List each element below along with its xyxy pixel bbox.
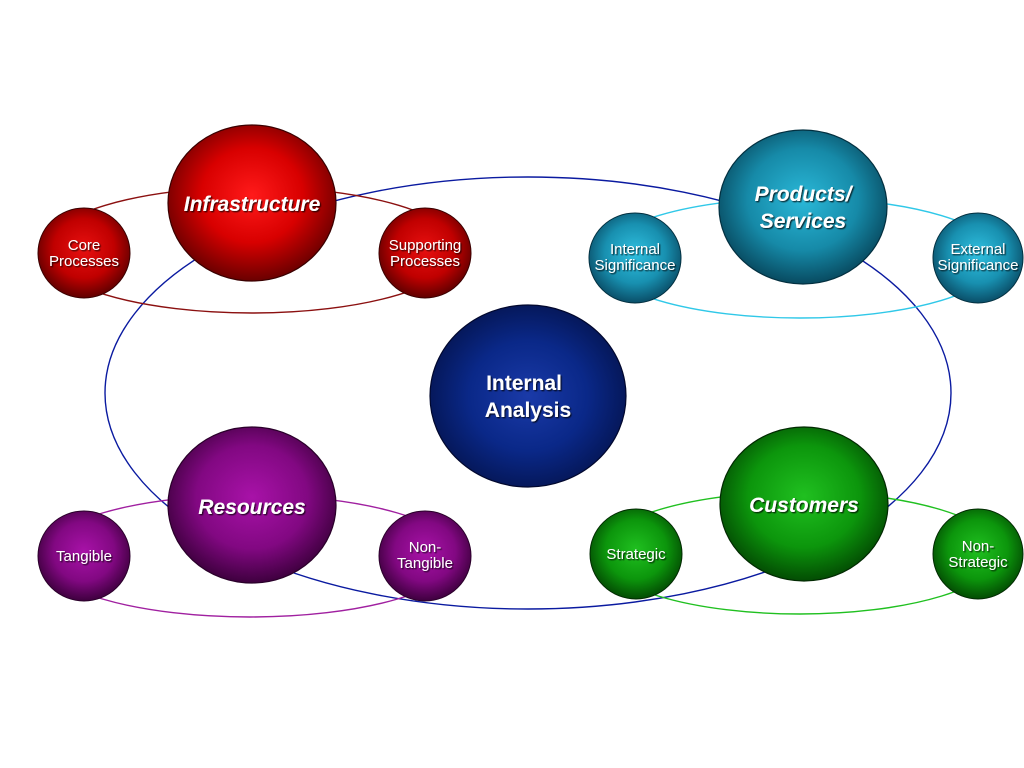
center-label-line1: Internal [486, 372, 562, 395]
customers-label: Customers [749, 494, 859, 517]
non-strategic-label-line2: Strategic [948, 554, 1008, 571]
core-processes-node [37, 207, 131, 299]
non-strategic-node [932, 508, 1024, 600]
non-tangible-label-line1: Non- [409, 539, 442, 556]
center-node: Internal Analysis [429, 304, 627, 488]
tangible-label: Tangible [56, 548, 112, 565]
customers-group: Strategic Non- Strategic Customers [589, 426, 1024, 600]
supporting-processes-label-line1: Supporting [389, 237, 462, 254]
external-significance-label-line2: Significance [938, 257, 1019, 274]
resources-group: Tangible Non- Tangible Resources [37, 426, 472, 602]
strategic-node [589, 508, 683, 600]
infrastructure-group: Core Processes Supporting Processes Infr… [37, 124, 472, 299]
products-services-node [718, 129, 888, 285]
resources-node [167, 426, 337, 584]
infrastructure-node [167, 124, 337, 282]
core-processes-label-line1: Core [68, 237, 101, 254]
non-tangible-node [378, 510, 472, 602]
non-strategic-label-line1: Non- [962, 538, 995, 555]
infrastructure-label: Infrastructure [184, 193, 321, 216]
central-ring [104, 176, 952, 610]
products-group: Internal Significance External Significa… [588, 129, 1024, 304]
internal-significance-label-line2: Significance [595, 257, 676, 274]
core-processes-label-line2: Processes [49, 253, 119, 270]
customers-node [719, 426, 889, 582]
products-services-label-line2: Services [760, 210, 846, 233]
internal-significance-node [588, 212, 682, 304]
supporting-processes-node [378, 207, 472, 299]
non-tangible-label-line2: Tangible [397, 555, 453, 572]
internal-significance-label-line1: Internal [610, 241, 660, 258]
resources-label: Resources [198, 496, 305, 519]
external-significance-label-line1: External [950, 241, 1005, 258]
external-significance-node [932, 212, 1024, 304]
supporting-processes-label-line2: Processes [390, 253, 460, 270]
center-label-line2: Analysis [485, 399, 571, 422]
products-services-label-line1: Products/ [755, 183, 854, 206]
tangible-node [37, 510, 131, 602]
strategic-label: Strategic [606, 546, 666, 563]
